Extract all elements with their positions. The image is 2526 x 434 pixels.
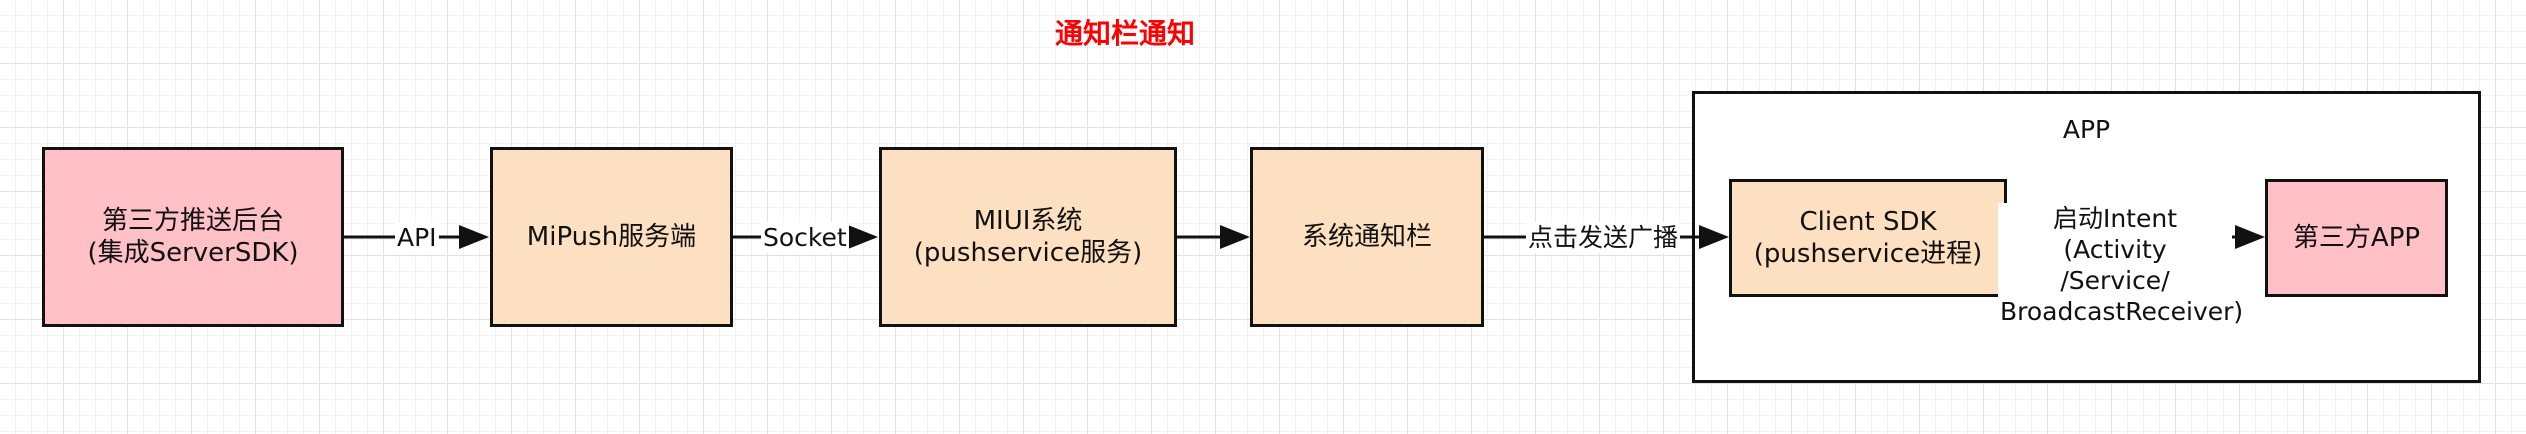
edge-label-api: API (395, 222, 439, 253)
node-third-party-backend: 第三方推送后台 (集成ServerSDK) (42, 147, 344, 327)
diagram-title: 通知栏通知 (1054, 17, 1195, 50)
node-mipush-server: MiPush服务端 (490, 147, 733, 327)
node-miui-system: MIUI系统 (pushservice服务) (879, 147, 1177, 327)
edge-label-start-intent: 启动Intent (Activity /Service/ BroadcastRe… (1998, 203, 2244, 327)
node-notification-bar: 系统通知栏 (1250, 147, 1484, 327)
node-third-party-app: 第三方APP (2265, 179, 2448, 297)
app-container-label: APP (2062, 115, 2111, 144)
edge-label-click-broadcast: 点击发送广播 (1526, 222, 1681, 253)
node-client-sdk: Client SDK (pushservice进程) (1729, 179, 2007, 297)
edge-label-socket: Socket (761, 222, 849, 253)
